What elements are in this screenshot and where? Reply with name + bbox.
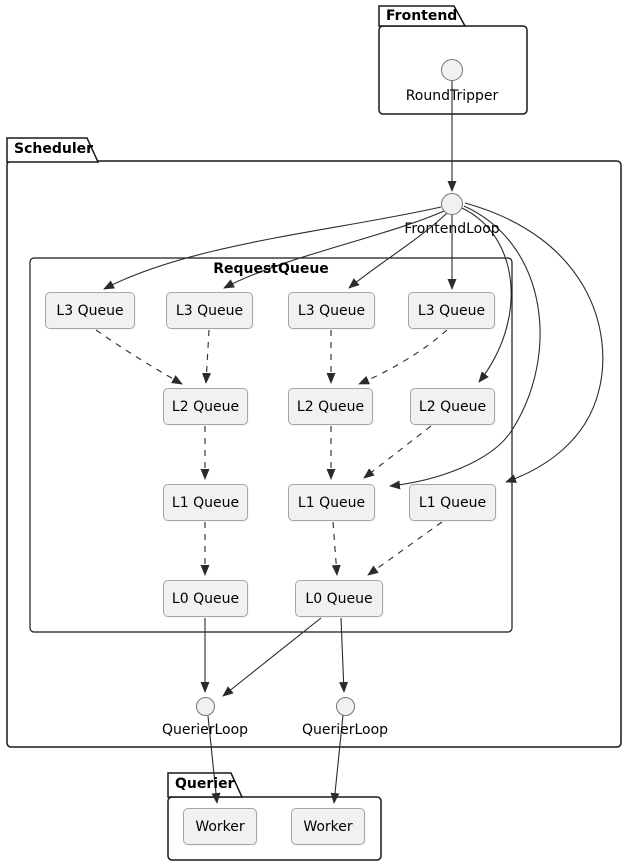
package-querier-tab-shape — [167, 772, 244, 798]
interface-frontendloop-circle — [441, 193, 463, 215]
node-worker-2: Worker — [291, 808, 365, 845]
node-l1-queue-3: L1 Queue — [409, 484, 496, 521]
node-l1-queue-1: L1 Queue — [163, 484, 248, 521]
edge-l1-queue-2-to-l0-queue-2 — [331, 521, 341, 576]
edge-l2-queue-3-to-l1-queue-2 — [363, 425, 432, 479]
edge-l0-queue-2-to-querierloop-1 — [222, 617, 322, 697]
node-l1-queue-2: L1 Queue — [288, 484, 375, 521]
interface-querierloop-2-circle — [336, 697, 355, 716]
node-l2-queue-2: L2 Queue — [288, 388, 373, 425]
node-l3-queue-3: L3 Queue — [288, 292, 375, 329]
edge-frontendloop-to-l3-queue-2 — [223, 210, 445, 289]
node-l0-queue-1: L0 Queue — [163, 580, 248, 617]
package-requestqueue-body — [29, 257, 513, 633]
node-l2-queue-1: L2 Queue — [163, 388, 248, 425]
edge-frontendloop-to-l1-queue-2 — [389, 205, 541, 490]
package-querier-title: Querier — [175, 776, 235, 792]
node-l0-queue-2: L0 Queue — [295, 580, 383, 617]
interface-querierloop-2-label: QuerierLoop — [301, 722, 389, 738]
edge-l0-queue-2-to-querierloop-2 — [339, 617, 349, 693]
edge-l3-queue-2-to-l2-queue-1 — [202, 329, 212, 384]
interface-querierloop-1-circle — [196, 697, 215, 716]
package-scheduler-title: Scheduler — [14, 141, 94, 157]
edge-l3-queue-1-to-l2-queue-1 — [95, 329, 183, 385]
interface-querierloop-1-label: QuerierLoop — [161, 722, 249, 738]
edge-l3-queue-4-to-l2-queue-2 — [358, 329, 448, 385]
package-requestqueue-title: RequestQueue — [213, 261, 329, 277]
node-l3-queue-4: L3 Queue — [408, 292, 495, 329]
edge-frontendloop-to-l3-queue-1 — [103, 206, 442, 290]
package-scheduler-tab-shape — [6, 137, 100, 163]
node-l3-queue-1: L3 Queue — [45, 292, 135, 329]
node-l3-queue-2: L3 Queue — [166, 292, 253, 329]
edge-frontendloop-to-l2-queue-3 — [461, 207, 512, 383]
interface-roundtripper-label: RoundTripper — [405, 88, 499, 104]
edge-querierloop-2-to-worker-2 — [330, 714, 344, 804]
edge-frontendloop-to-l3-queue-3 — [348, 212, 448, 289]
package-frontend-tab-shape — [378, 5, 467, 27]
node-l2-queue-3: L2 Queue — [410, 388, 495, 425]
edge-querierloop-1-to-worker-1 — [207, 715, 221, 804]
package-frontend-title: Frontend — [386, 8, 458, 24]
edge-l1-queue-3-to-l0-queue-2 — [367, 521, 443, 576]
edge-frontendloop-to-l1-queue-3 — [464, 202, 604, 483]
node-worker-1: Worker — [183, 808, 257, 845]
interface-roundtripper-circle — [441, 59, 463, 81]
interface-frontendloop-label: FrontendLoop — [404, 221, 500, 237]
